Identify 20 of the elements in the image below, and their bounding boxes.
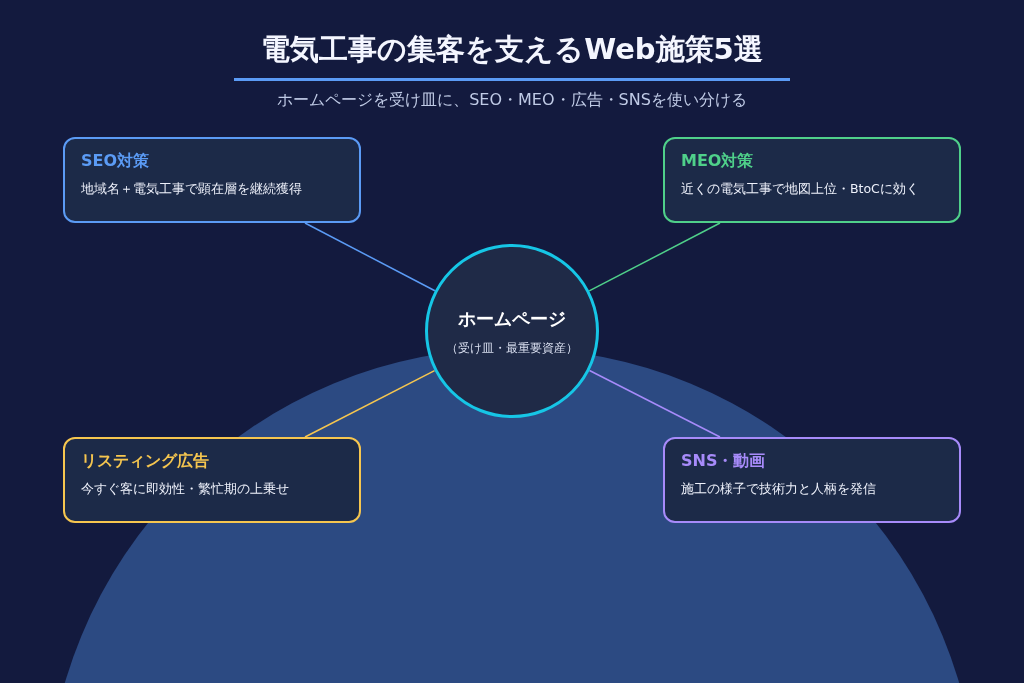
card-description: 施工の様子で技術力と人柄を発信 <box>681 481 877 498</box>
strategy-card <box>663 437 961 523</box>
card-description: 今すぐ客に即効性・繁忙期の上乗せ <box>81 481 290 498</box>
card-title: SNS・動画 <box>681 451 767 472</box>
strategy-card <box>63 437 361 523</box>
subtitle: ホームページを受け皿に、SEO・MEO・広告・SNSを使い分ける <box>276 90 748 111</box>
card-description: 近くの電気工事で地図上位・BtoCに効く <box>681 181 920 198</box>
strategy-card <box>663 137 961 223</box>
card-description: 地域名＋電気工事で顕在層を継続獲得 <box>81 181 303 198</box>
title: 電気工事の集客を支えるWeb施策5選 <box>260 31 764 68</box>
card-title: MEO対策 <box>681 151 755 172</box>
connector-line <box>588 222 721 292</box>
connector-line <box>304 222 436 292</box>
connector-line <box>304 369 436 438</box>
card-title: SEO対策 <box>81 151 151 172</box>
hub-subtitle: （受け皿・最重要資産） <box>446 340 578 356</box>
connector-line <box>588 369 721 438</box>
card-title: リスティング広告 <box>81 451 210 472</box>
strategy-card <box>63 137 361 223</box>
hub-title: ホームページ <box>458 306 566 331</box>
